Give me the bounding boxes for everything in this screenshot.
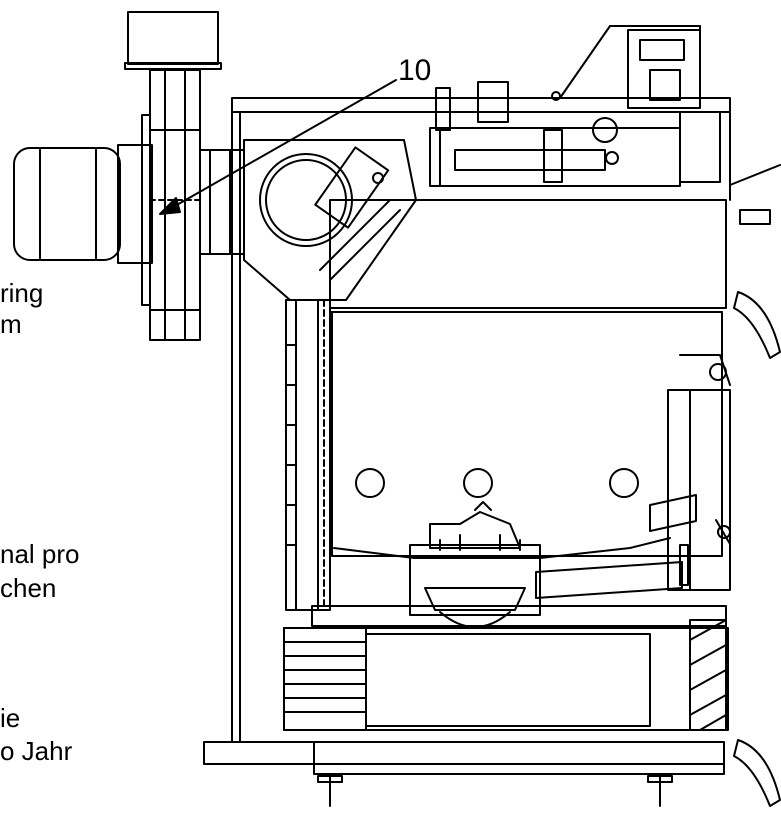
burner-grate (409, 494, 697, 628)
door-handles (715, 209, 781, 807)
boiler-base (203, 741, 725, 807)
callout-number: 10 (398, 54, 432, 87)
label-ring-line2: m (0, 309, 22, 339)
exhaust-fan (13, 11, 245, 341)
label-pro-line1: nal pro (0, 539, 80, 569)
label-ring-line1: ring (0, 278, 44, 308)
ash-section (283, 605, 729, 731)
main-chamber (285, 199, 731, 611)
label-pro-line2: chen (0, 573, 57, 603)
intake-chamber (243, 139, 417, 301)
label-jahr-line2: o Jahr (0, 736, 73, 766)
callout-arrow-10 (159, 79, 397, 215)
label-jahr-line1: ie (0, 703, 21, 733)
boiler-body (231, 29, 731, 743)
